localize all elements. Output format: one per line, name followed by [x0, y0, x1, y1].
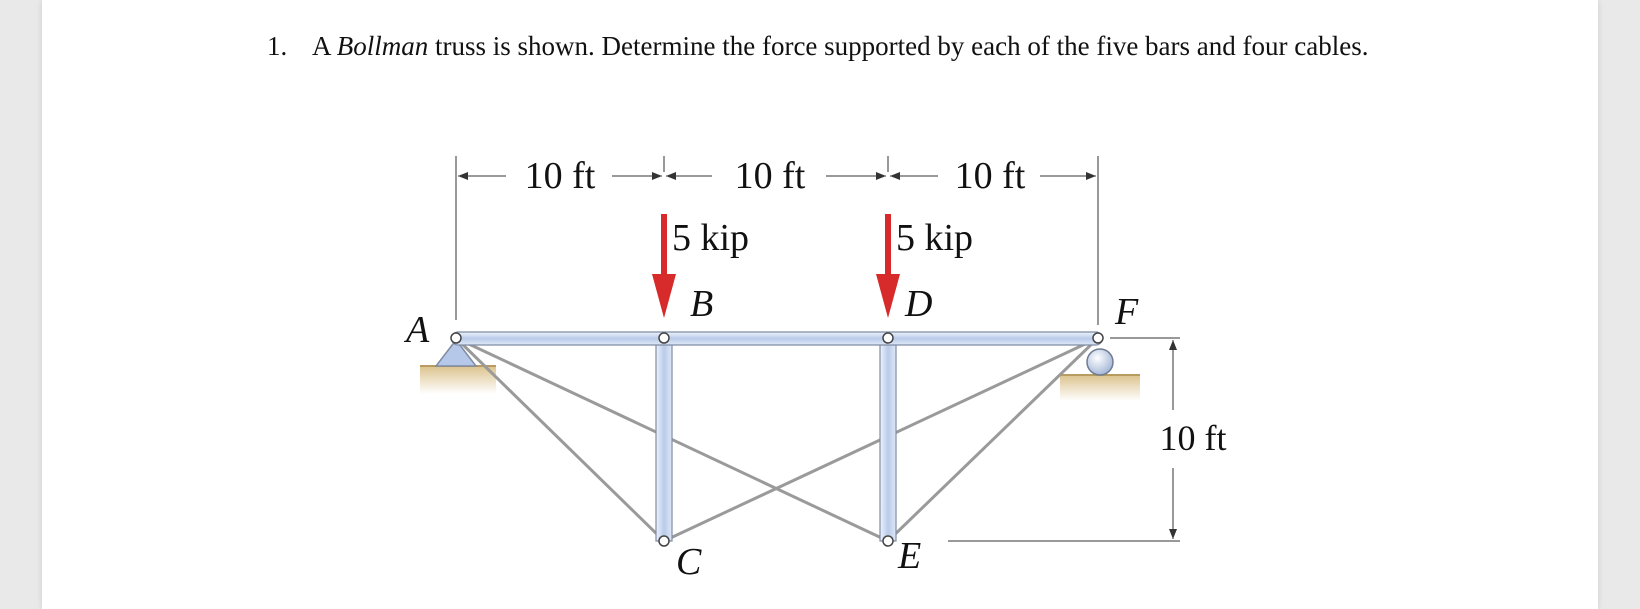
node-label-b: B: [690, 283, 713, 325]
cable-ac: [454, 336, 666, 543]
problem-number: 1.: [267, 31, 288, 61]
load-arrow-b: [652, 214, 676, 318]
bar-de: [879, 337, 897, 542]
load-label-b: 5 kip: [672, 217, 749, 259]
joint-pins: [450, 332, 1104, 547]
roller-support-f: [1060, 348, 1140, 401]
pin-support-a: [420, 338, 496, 394]
node-label-e: E: [897, 535, 921, 577]
dimension-arrowheads: [458, 172, 1177, 539]
problem-text-start: A: [312, 31, 337, 61]
load-label-d: 5 kip: [896, 217, 973, 259]
problem-text: A Bollman truss is shown. Determine the …: [312, 28, 1442, 64]
truss-name: Bollman: [336, 31, 429, 61]
top-chord: [451, 331, 1103, 346]
cable-ef: [886, 336, 1100, 543]
node-label-c: C: [676, 541, 702, 583]
bar-bc: [655, 337, 673, 542]
load-arrow-d: [876, 214, 900, 318]
dim-span-ab: 10 ft: [525, 155, 596, 197]
dim-span-bd: 10 ft: [735, 155, 806, 197]
node-label-a: A: [403, 309, 430, 351]
node-label-f: F: [1114, 291, 1139, 333]
problem-text-end: truss is shown. Determine the force supp…: [428, 31, 1369, 61]
dimension-lines: [455, 156, 1180, 542]
cables: [454, 336, 1100, 543]
dim-span-df: 10 ft: [955, 155, 1026, 197]
dim-height: 10 ft: [1160, 418, 1227, 458]
node-label-d: D: [904, 283, 932, 325]
